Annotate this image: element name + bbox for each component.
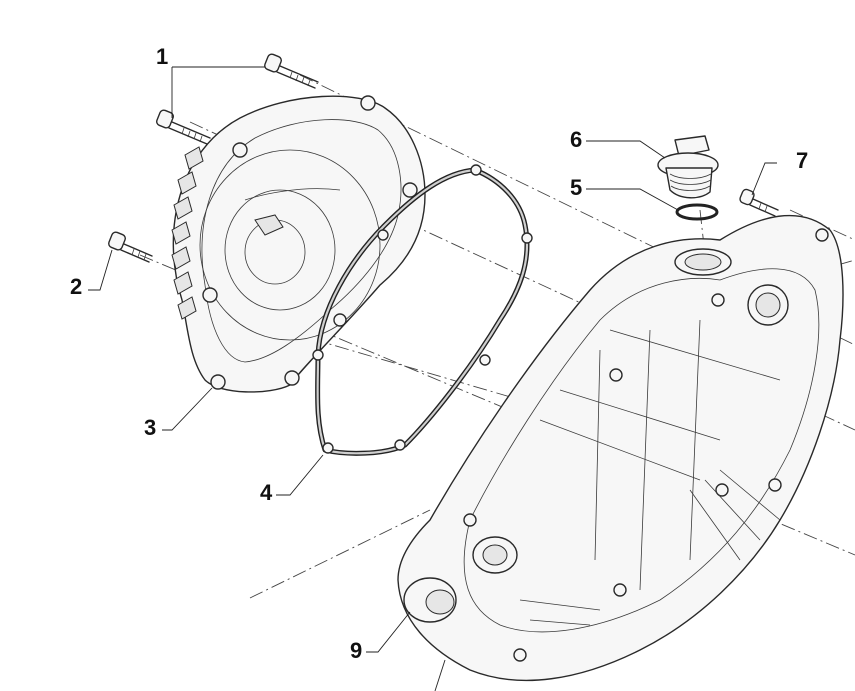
callout-6: 6 — [570, 127, 583, 152]
callout-9: 9 — [350, 638, 363, 663]
gasket — [312, 164, 533, 456]
screw-2 — [108, 231, 153, 263]
callout-1: 1 — [156, 44, 169, 69]
callout-5: 5 — [570, 175, 583, 200]
leader-lines — [88, 66, 777, 691]
callout-3: 3 — [144, 415, 157, 440]
crankcase-cover — [397, 214, 844, 682]
callout-2: 2 — [70, 274, 83, 299]
callout-4: 4 — [260, 480, 273, 505]
screw-upper — [264, 53, 319, 89]
callout-7: 7 — [796, 148, 809, 173]
screw-lower — [156, 109, 211, 145]
o-ring — [675, 203, 719, 221]
screw-7 — [739, 188, 779, 217]
oil-filler-plug — [657, 135, 719, 199]
clutch-cover — [171, 95, 426, 393]
